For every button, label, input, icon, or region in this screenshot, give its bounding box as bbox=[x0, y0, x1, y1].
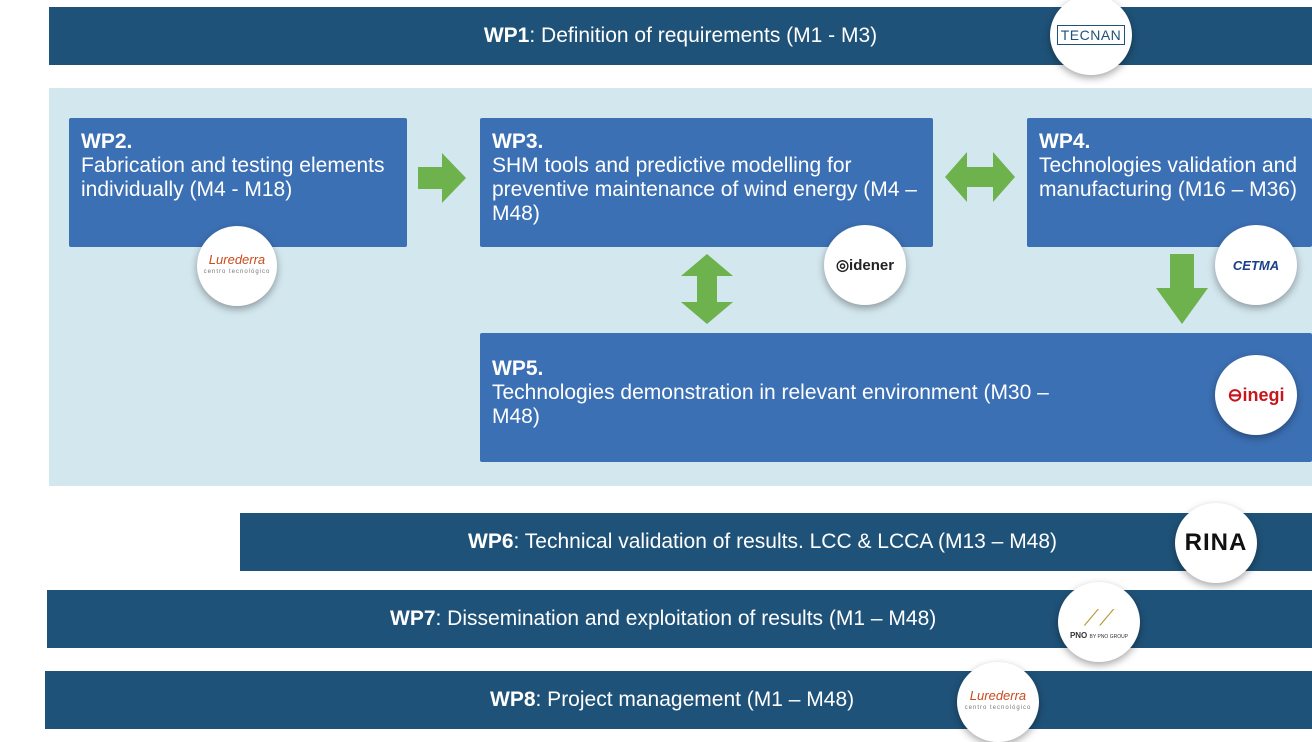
arrow-bidirectional-horizontal bbox=[945, 152, 1015, 202]
wp5-box: WP5. Technologies demonstration in relev… bbox=[480, 333, 1312, 462]
inegi-logo: ⊖inegi bbox=[1215, 355, 1297, 435]
wp3-code: WP3. bbox=[492, 130, 544, 153]
wp1-label: WP1: Definition of requirements (M1 - M3… bbox=[483, 24, 878, 47]
wp2-box: WP2. Fabrication and testing elements in… bbox=[69, 118, 407, 247]
wp2-code: WP2. bbox=[81, 130, 133, 153]
wp2-text: Fabrication and testing elements individ… bbox=[81, 154, 385, 201]
cetma-logo: CETMA bbox=[1215, 225, 1297, 305]
wp5-code: WP5. bbox=[492, 357, 544, 380]
arrow-bidirectional-vertical bbox=[681, 254, 733, 324]
wp4-code: WP4. bbox=[1039, 130, 1091, 153]
arrow-right bbox=[418, 153, 466, 203]
pno-logo: ⟋⟋PNO BY PNO GROUP bbox=[1058, 582, 1140, 662]
wp6-bar: WP6: Technical validation of results. LC… bbox=[240, 513, 1312, 571]
wp6-label: WP6: Technical validation of results. LC… bbox=[468, 530, 1058, 553]
wp8-label: WP8: Project management (M1 – M48) bbox=[490, 688, 855, 711]
wp5-text: Technologies demonstration in relevant e… bbox=[492, 381, 1049, 428]
wp4-box: WP4. Technologies validation and manufac… bbox=[1027, 118, 1312, 247]
wp3-text: SHM tools and predictive modelling for p… bbox=[492, 154, 917, 225]
rina-logo: RINA bbox=[1175, 503, 1257, 583]
wp7-label: WP7: Dissemination and exploitation of r… bbox=[390, 607, 937, 630]
idener-logo: ◎idener bbox=[824, 225, 906, 305]
tecnan-logo: TECNAN bbox=[1050, 0, 1132, 75]
wp8-bar: WP8: Project management (M1 – M48) bbox=[45, 671, 1312, 729]
wp4-text: Technologies validation and manufacturin… bbox=[1039, 154, 1298, 201]
arrow-down bbox=[1156, 254, 1208, 324]
